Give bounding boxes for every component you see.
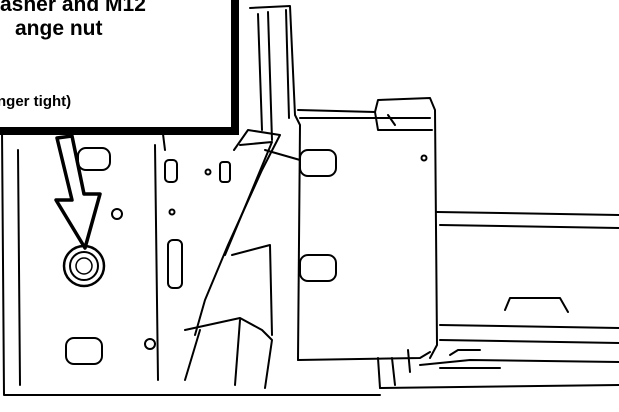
mounting-slots bbox=[65, 147, 428, 365]
left-bracket-plate bbox=[1, 109, 381, 396]
center-channel bbox=[184, 5, 301, 389]
callout-box: asher and M12 ange nut nger tight) bbox=[0, 0, 234, 130]
pointer-arrow-icon bbox=[54, 134, 102, 250]
flange-nut-icon bbox=[62, 244, 106, 288]
callout-line-3: nger tight) bbox=[0, 93, 72, 110]
right-frame bbox=[297, 97, 438, 389]
callout-line-2: ange nut bbox=[15, 17, 103, 40]
callout-line-1: asher and M12 bbox=[0, 0, 146, 16]
slide-rail bbox=[379, 211, 619, 389]
